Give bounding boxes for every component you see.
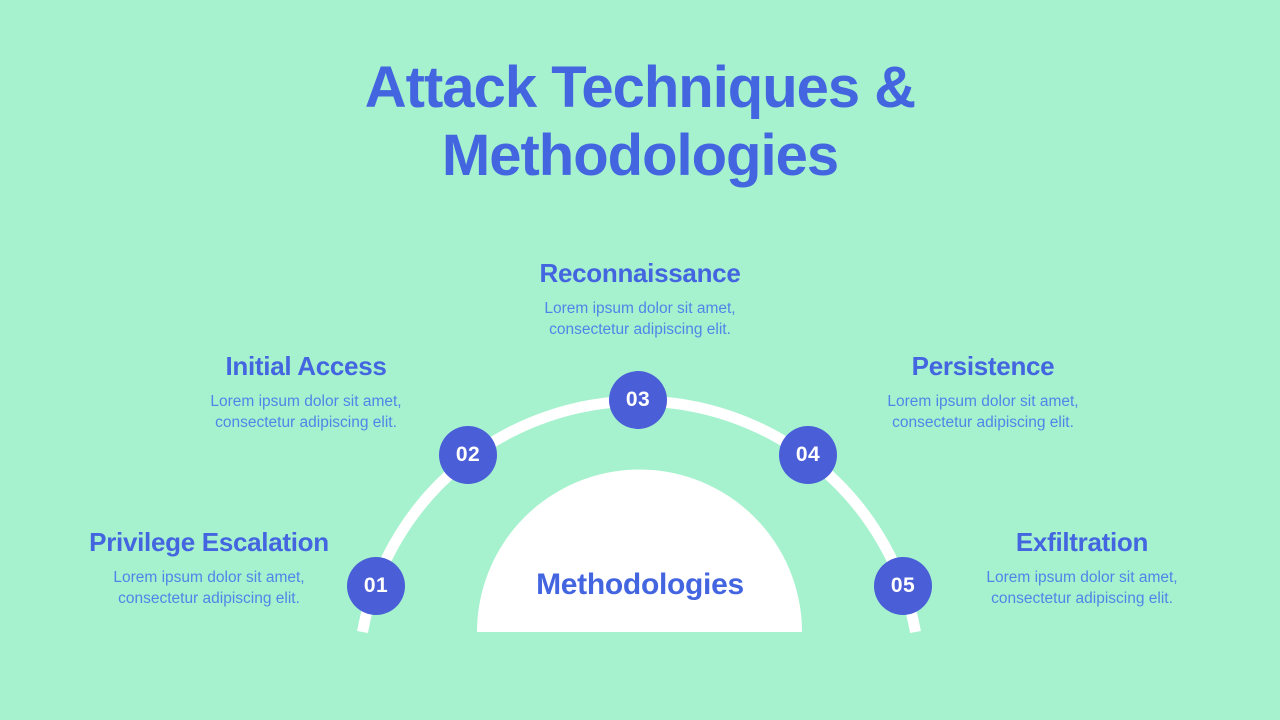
slide-title: Attack Techniques & Methodologies bbox=[364, 55, 916, 189]
step-node-04: 04 bbox=[779, 426, 837, 484]
step-node-01: 01 bbox=[347, 557, 405, 615]
step-number: 05 bbox=[890, 574, 916, 597]
step-title: Persistence bbox=[911, 351, 1055, 381]
step-block-persistence: Persistence Lorem ipsum dolor sit amet, … bbox=[823, 351, 1143, 433]
step-block-exfiltration: Exfiltration Lorem ipsum dolor sit amet,… bbox=[922, 527, 1242, 609]
step-block-privilege-escalation: Privilege Escalation Lorem ipsum dolor s… bbox=[49, 527, 369, 609]
step-title: Privilege Escalation bbox=[89, 527, 329, 557]
step-node-02: 02 bbox=[439, 426, 497, 484]
step-number: 01 bbox=[363, 574, 389, 597]
step-description: Lorem ipsum dolor sit amet, consectetur … bbox=[210, 393, 402, 431]
step-number: 03 bbox=[625, 388, 651, 411]
step-number: 04 bbox=[795, 443, 821, 466]
step-node-03: 03 bbox=[609, 371, 667, 429]
step-title: Initial Access bbox=[225, 351, 387, 381]
step-number: 02 bbox=[455, 443, 481, 466]
step-description: Lorem ipsum dolor sit amet, consectetur … bbox=[113, 569, 305, 607]
center-label: Methodologies bbox=[536, 568, 744, 601]
step-title: Reconnaissance bbox=[539, 258, 741, 288]
step-description: Lorem ipsum dolor sit amet, consectetur … bbox=[986, 569, 1178, 607]
step-block-reconnaissance: Reconnaissance Lorem ipsum dolor sit ame… bbox=[480, 258, 800, 340]
step-description: Lorem ipsum dolor sit amet, consectetur … bbox=[887, 393, 1079, 431]
step-node-05: 05 bbox=[874, 557, 932, 615]
center-dome bbox=[477, 469, 802, 632]
step-block-initial-access: Initial Access Lorem ipsum dolor sit ame… bbox=[146, 351, 466, 433]
step-title: Exfiltration bbox=[1015, 527, 1149, 557]
step-description: Lorem ipsum dolor sit amet, consectetur … bbox=[544, 300, 736, 338]
